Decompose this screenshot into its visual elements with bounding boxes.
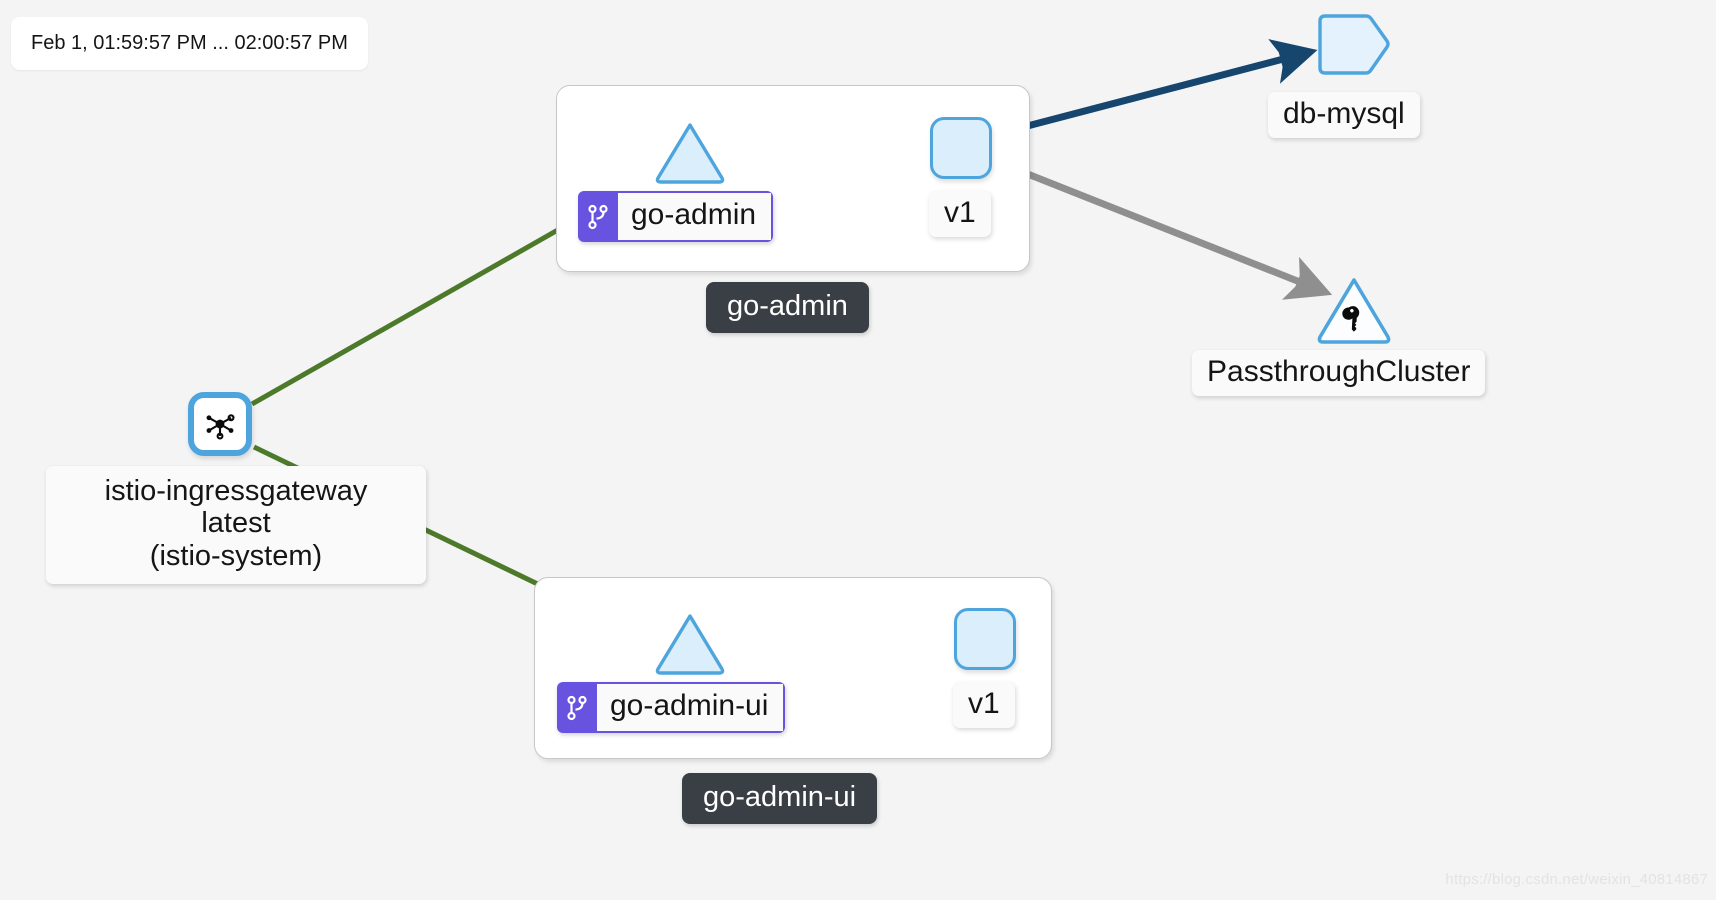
edge-wl-to-db-mysql[interactable] <box>992 39 1318 139</box>
node-service-go-admin[interactable] <box>654 120 726 191</box>
service-entry-triangle-shape[interactable] <box>1315 275 1393 347</box>
namespace-badge-go-admin[interactable]: go-admin <box>706 282 869 333</box>
node-label-db-mysql: db-mysql <box>1268 92 1420 139</box>
key-icon <box>1342 306 1360 332</box>
node-label-go-admin-ui-v1: v1 <box>953 682 1015 729</box>
tcp-bar-marker <box>1278 48 1291 76</box>
node-db-mysql[interactable] <box>1316 13 1392 86</box>
gateway-shape[interactable] <box>188 392 252 456</box>
workload-shape[interactable] <box>954 608 1016 670</box>
watermark: https://blog.csdn.net/weixin_40814867 <box>1445 871 1708 888</box>
node-label-go-admin-v1: v1 <box>929 191 991 238</box>
app-label-go-admin[interactable]: go-admin <box>578 191 774 242</box>
node-service-go-admin-ui[interactable] <box>654 611 726 682</box>
topology-icon <box>206 414 235 440</box>
node-label-passthrough-cluster: PassthroughCluster <box>1192 350 1486 397</box>
namespace-badge-go-admin-ui[interactable]: go-admin-ui <box>682 773 878 824</box>
node-passthrough-cluster[interactable] <box>1315 275 1393 352</box>
label-line-2: latest <box>201 507 271 540</box>
service-entry-shape[interactable] <box>1316 13 1392 81</box>
app-label-go-admin-ui[interactable]: go-admin-ui <box>557 682 786 733</box>
time-range-label: Feb 1, 01:59:57 PM ... 02:00:57 PM <box>11 17 368 70</box>
node-label-istio-ingressgateway: istio-ingressgateway latest (istio-syste… <box>46 466 426 585</box>
label-line-1: istio-ingressgateway <box>104 475 368 507</box>
app-label-text: go-admin-ui <box>597 682 786 733</box>
node-workload-go-admin-ui-v1[interactable] <box>954 608 1016 670</box>
tcp-bar-marker <box>1292 268 1308 296</box>
edge-wl-to-passthrough[interactable] <box>993 157 1333 300</box>
node-workload-go-admin-v1[interactable] <box>930 117 992 179</box>
app-label-text: go-admin <box>618 191 774 242</box>
git-branch-icon <box>578 191 618 242</box>
label-line-3: (istio-system) <box>149 539 323 572</box>
service-triangle-shape[interactable] <box>654 611 726 677</box>
service-triangle-shape[interactable] <box>654 120 726 186</box>
workload-shape[interactable] <box>930 117 992 179</box>
node-istio-ingressgateway[interactable] <box>188 392 252 456</box>
git-branch-icon <box>557 682 597 733</box>
